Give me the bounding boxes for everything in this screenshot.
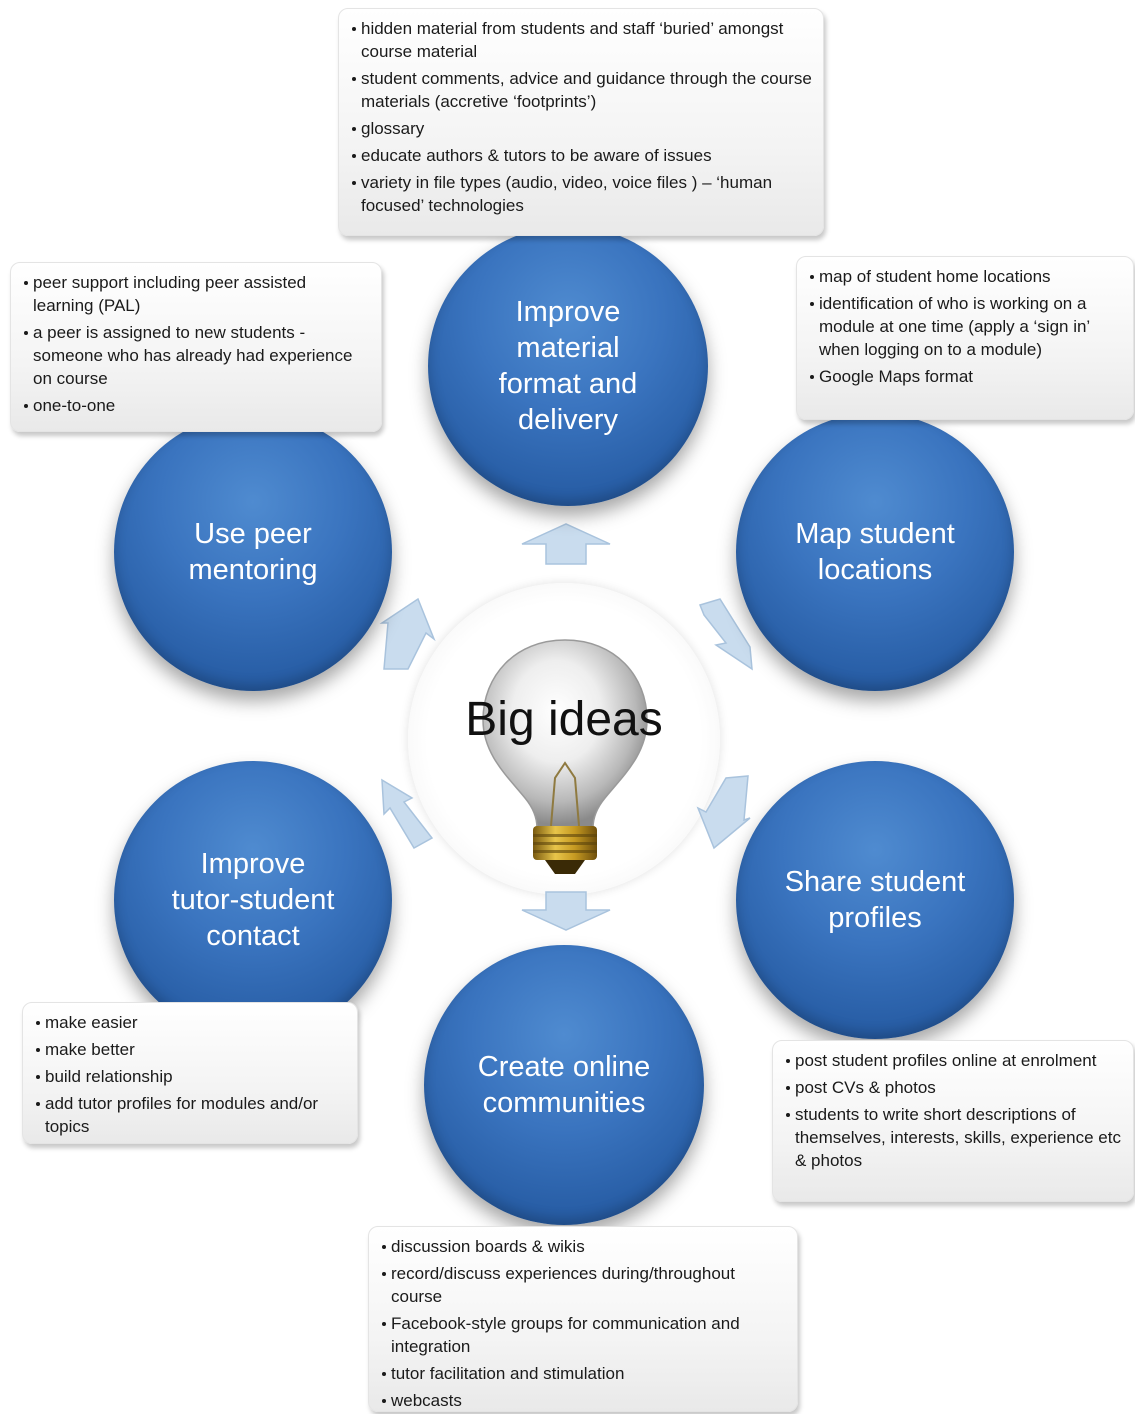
list-item: webcasts [381,1389,787,1412]
idea-profiles-label: Share student profiles [784,866,966,934]
list-item: add tutor profiles for modules and/or to… [35,1092,347,1138]
list-item: students to write short descriptions of … [785,1103,1123,1172]
idea-peer-circle: Use peer mentoring [114,413,392,691]
idea-material-label: Improve material format and delivery [498,296,638,436]
arrow-downleft-icon [381,778,434,850]
list-item: tutor facilitation and stimulation [381,1362,787,1385]
arrow-up-icon [521,523,611,565]
list-item: post CVs & photos [785,1076,1123,1099]
notes-peer-box: peer support including peer assisted lea… [10,262,382,432]
list-item: make easier [35,1011,347,1034]
list-item: discussion boards & wikis [381,1235,787,1258]
notes-map-list: map of student home locations identifica… [809,265,1123,388]
idea-tutor-circle: Improve tutor-student contact [114,761,392,1039]
notes-profiles-box: post student profiles online at enrolmen… [772,1040,1134,1202]
notes-tutor-box: make easier make better build relationsh… [22,1002,358,1144]
list-item: map of student home locations [809,265,1123,288]
notes-online-box: discussion boards & wikis record/discuss… [368,1226,798,1412]
notes-profiles-list: post student profiles online at enrolmen… [785,1049,1123,1172]
list-item: variety in file types (audio, video, voi… [351,171,813,217]
arrow-down-icon [521,891,611,931]
list-item: a peer is assigned to new students - som… [23,321,371,390]
list-item: educate authors & tutors to be aware of … [351,144,813,167]
list-item: hidden material from students and staff … [351,17,813,63]
arrow-downright-icon [696,775,751,850]
notes-map-box: map of student home locations identifica… [796,256,1134,420]
list-item: Google Maps format [809,365,1123,388]
idea-tutor-label: Improve tutor-student contact [171,848,335,952]
notes-tutor-list: make easier make better build relationsh… [35,1011,347,1138]
notes-online-list: discussion boards & wikis record/discuss… [381,1235,787,1412]
list-item: identification of who is working on a mo… [809,292,1123,361]
list-item: Facebook-style groups for communication … [381,1312,787,1358]
notes-peer-list: peer support including peer assisted lea… [23,271,371,417]
light-bulb-icon [482,639,648,874]
idea-online-label: Create online communities [477,1051,651,1119]
list-item: record/discuss experiences during/throug… [381,1262,787,1308]
idea-material-circle: Improve material format and delivery [428,226,708,506]
idea-map-circle: Map student locations [736,413,1014,691]
center-title: Big ideas [465,693,663,746]
idea-online-circle: Create online communities [424,945,704,1225]
list-item: make better [35,1038,347,1061]
list-item: glossary [351,117,813,140]
idea-map-label: Map student locations [795,518,955,586]
idea-peer-label: Use peer mentoring [188,518,318,586]
notes-material-box: hidden material from students and staff … [338,8,824,236]
list-item: peer support including peer assisted lea… [23,271,371,317]
arrow-upright-icon [698,598,753,671]
list-item: build relationship [35,1065,347,1088]
notes-material-list: hidden material from students and staff … [351,17,813,217]
list-item: one-to-one [23,394,371,417]
list-item: student comments, advice and guidance th… [351,67,813,113]
arrow-upleft-icon [379,597,436,670]
list-item: post student profiles online at enrolmen… [785,1049,1123,1072]
idea-profiles-circle: Share student profiles [736,761,1014,1039]
